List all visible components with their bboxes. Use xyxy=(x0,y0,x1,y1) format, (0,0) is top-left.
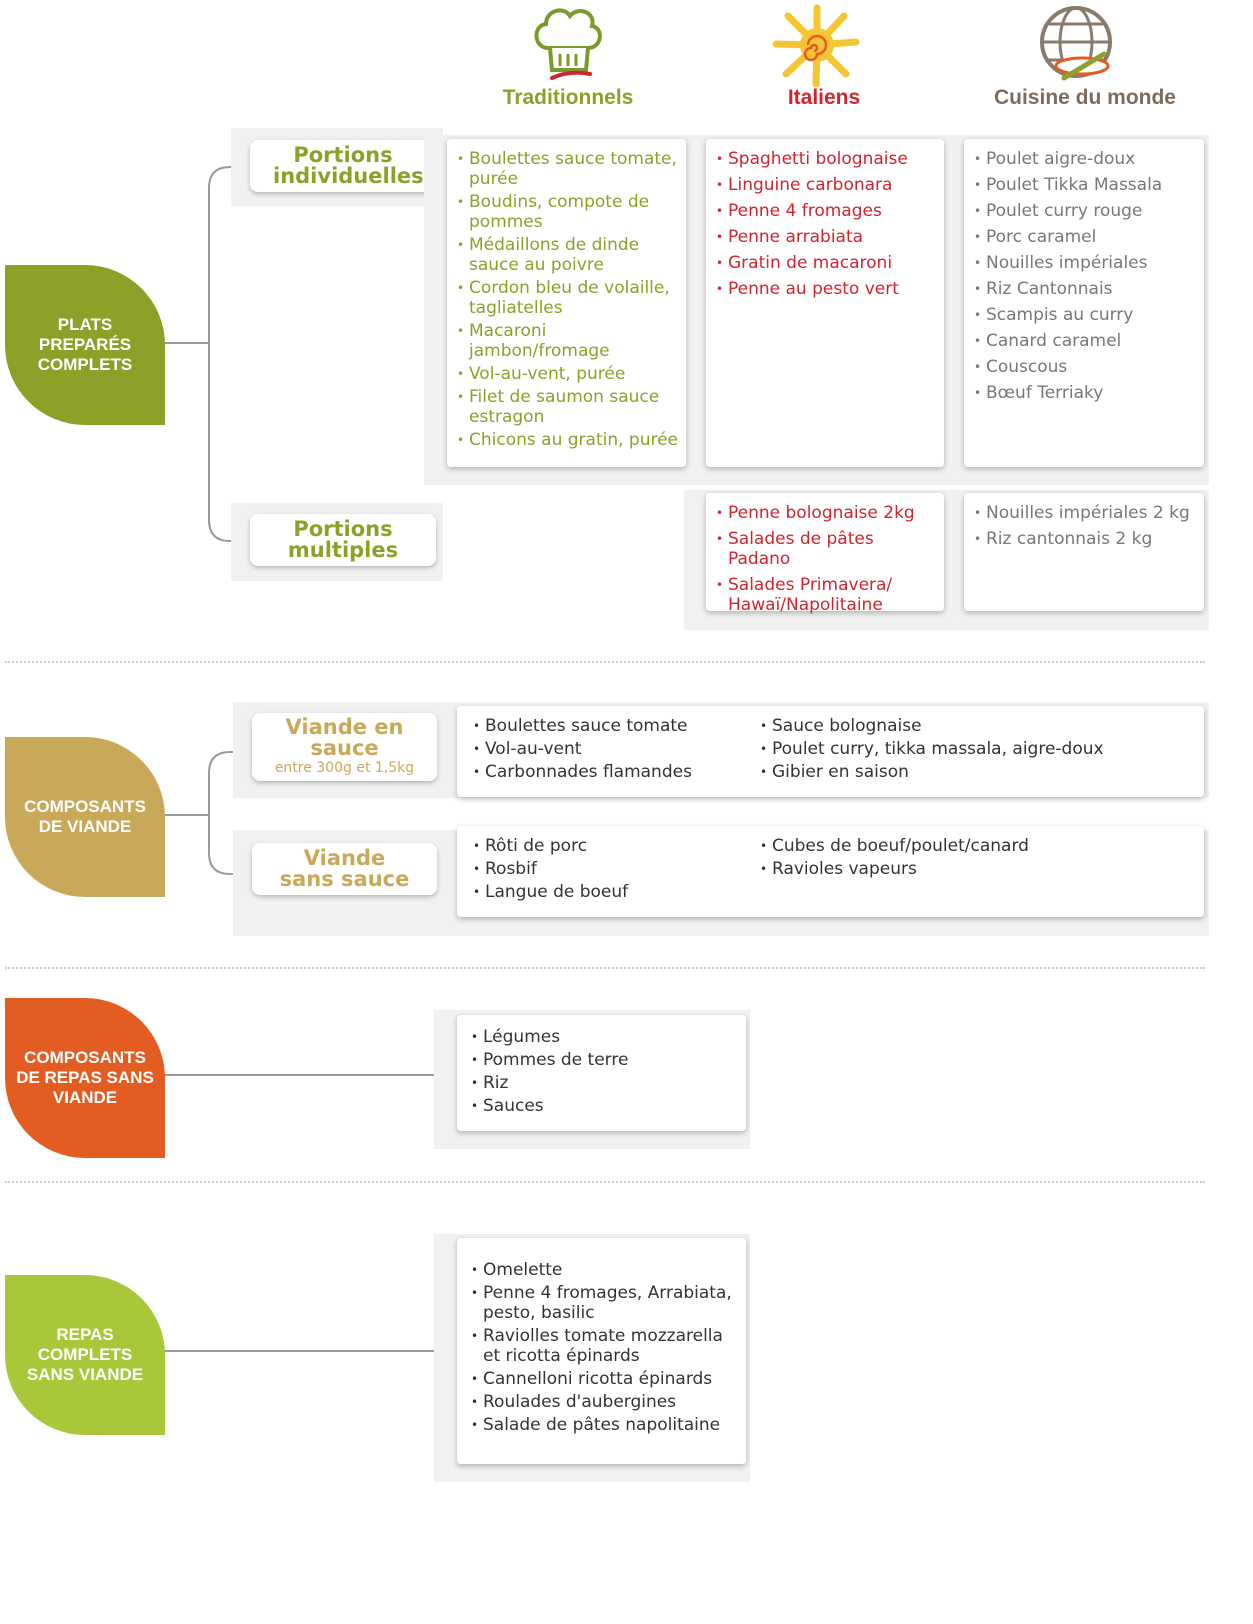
list-item: Penne bolognaise 2kg xyxy=(716,503,936,523)
list-item: Rôti de porc xyxy=(473,836,628,856)
list-item: Penne au pesto vert xyxy=(716,279,936,299)
list-item: Riz xyxy=(471,1073,628,1093)
list-item: Couscous xyxy=(974,357,1196,377)
list-nosauce-col2: Cubes de boeuf/poulet/canardRavioles vap… xyxy=(760,836,1029,882)
list-sauce-col1: Boulettes sauce tomateVol-au-ventCarbonn… xyxy=(473,716,692,785)
list-item: Scampis au curry xyxy=(974,305,1196,325)
list-item: Sauce bolognaise xyxy=(760,716,1104,736)
card-multi-monde: Nouilles impériales 2 kg Riz cantonnais 2… xyxy=(964,493,1204,611)
divider xyxy=(5,1181,1205,1183)
viande-sans-sauce-pill: Viande sans sauce xyxy=(252,843,437,895)
list-sauce-col2: Sauce bolognaisePoulet curry, tikka mass… xyxy=(760,716,1104,785)
pill-sublabel: entre 300g et 1,5kg xyxy=(274,760,415,776)
card-monde: Poulet aigre-douxPoulet Tikka MassalaPou… xyxy=(964,139,1204,467)
list-item: Raviolles tomate mozzarella et ricotta é… xyxy=(471,1326,736,1366)
list-item: Macaroni jambon/fromage xyxy=(457,321,678,361)
divider xyxy=(5,661,1205,663)
list-multi-monde: Nouilles impériales 2 kg Riz cantonnais 2… xyxy=(974,503,1196,549)
leaf-composants-repas-sans-viande: COMPOSANTS DE REPAS SANS VIANDE xyxy=(5,998,165,1158)
list-item: Penne 4 fromages xyxy=(716,201,936,221)
list-item: Poulet Tikka Massala xyxy=(974,175,1196,195)
list-item: Canard caramel xyxy=(974,331,1196,351)
pill-label: Portions individuelles xyxy=(273,143,424,188)
globe-fork-spoon-icon xyxy=(1034,4,1118,86)
list-item: Poulet curry, tikka massala, aigre-doux xyxy=(760,739,1104,759)
pill-label: Viande en sauce xyxy=(285,715,404,760)
list-item: Rosbif xyxy=(473,859,628,879)
list-item: Nouilles impériales xyxy=(974,253,1196,273)
list-item: Boulettes sauce tomate xyxy=(473,716,692,736)
pill-label: Viande sans sauce xyxy=(279,846,410,891)
portions-multiples-pill: Portions multiples xyxy=(250,514,436,566)
list-item: Gibier en saison xyxy=(760,762,1104,782)
list-item: Cordon bleu de volaille, tagliatelles xyxy=(457,278,678,318)
leaf-repas-complets-sans-viande: REPAS COMPLETS SANS VIANDE xyxy=(5,1275,165,1435)
leaf-composants-viande: COMPOSANTS DE VIANDE xyxy=(5,737,165,897)
section-label: PLATS PREPARÉS COMPLETS xyxy=(37,315,133,374)
card-repas-sans-viande: OmelettePenne 4 fromages, Arrabiata, pes… xyxy=(457,1238,746,1464)
list-item: Salade de pâtes napolitaine xyxy=(471,1415,736,1435)
card-viande-sans-sauce: Rôti de porcRosbifLangue de boeuf Cubes … xyxy=(457,826,1204,917)
list-item: Légumes xyxy=(471,1027,628,1047)
list-monde: Poulet aigre-douxPoulet Tikka MassalaPou… xyxy=(974,149,1196,403)
list-item: Poulet aigre-doux xyxy=(974,149,1196,169)
list-item: Omelette xyxy=(471,1260,736,1280)
column-italiens: Italiens xyxy=(787,86,861,109)
pill-label: Portions multiples xyxy=(287,517,399,562)
sun-icon xyxy=(770,2,864,88)
list-item: Langue de boeuf xyxy=(473,882,628,902)
list-item: Pommes de terre xyxy=(471,1050,628,1070)
list-repas: OmelettePenne 4 fromages, Arrabiata, pes… xyxy=(471,1260,736,1438)
list-item: Vol-au-vent xyxy=(473,739,692,759)
list-item: Boudins, compote de pommes xyxy=(457,192,678,232)
viande-en-sauce-pill: Viande en sauce entre 300g et 1,5kg xyxy=(252,713,437,781)
chef-hat-icon xyxy=(530,4,606,86)
divider xyxy=(5,967,1205,969)
list-item: Roulades d'aubergines xyxy=(471,1392,736,1412)
list-item: Poulet curry rouge xyxy=(974,201,1196,221)
list-item: Spaghetti bolognaise xyxy=(716,149,936,169)
list-item: Riz Cantonnais xyxy=(974,279,1196,299)
list-nosauce-col1: Rôti de porcRosbifLangue de boeuf xyxy=(473,836,628,905)
list-item: Porc caramel xyxy=(974,227,1196,247)
portions-individuelles-pill: Portions individuelles xyxy=(250,140,436,192)
list-item: Cubes de boeuf/poulet/canard xyxy=(760,836,1029,856)
column-cuisine-du-monde: Cuisine du monde xyxy=(993,86,1176,109)
list-item: Sauces xyxy=(471,1096,628,1116)
list-item: Cannelloni ricotta épinards xyxy=(471,1369,736,1389)
list-item: Linguine carbonara xyxy=(716,175,936,195)
list-item: Riz cantonnais 2 kg xyxy=(974,529,1196,549)
list-item: Nouilles impériales 2 kg xyxy=(974,503,1196,523)
list-composants: LégumesPommes de terreRizSauces xyxy=(471,1027,628,1119)
list-item: Carbonnades flamandes xyxy=(473,762,692,782)
card-italiens: Spaghetti bolognaiseLinguine carbonaraPe… xyxy=(706,139,944,467)
list-item: Filet de saumon sauce estragon xyxy=(457,387,678,427)
card-composants-sans-viande: LégumesPommes de terreRizSauces xyxy=(457,1015,746,1131)
section-label: COMPOSANTS DE VIANDE xyxy=(24,797,146,836)
column-traditionnels: Traditionnels xyxy=(502,86,634,109)
list-item: Ravioles vapeurs xyxy=(760,859,1029,879)
list-item: Boulettes sauce tomate, purée xyxy=(457,149,678,189)
section-label: COMPOSANTS DE REPAS SANS VIANDE xyxy=(16,1048,154,1107)
list-item: Médaillons de dinde sauce au poivre xyxy=(457,235,678,275)
list-item: Chicons au gratin, purée xyxy=(457,430,678,450)
list-item: Gratin de macaroni xyxy=(716,253,936,273)
list-traditionnels: Boulettes sauce tomate, puréeBoudins, co… xyxy=(457,149,678,450)
list-italiens: Spaghetti bolognaiseLinguine carbonaraPe… xyxy=(716,149,936,299)
leaf-plats-prepares: PLATS PREPARÉS COMPLETS xyxy=(5,265,165,425)
list-item: Vol-au-vent, purée xyxy=(457,364,678,384)
list-item: Salades de pâtes Padano xyxy=(716,529,936,569)
card-traditionnels: Boulettes sauce tomate, puréeBoudins, co… xyxy=(447,139,686,467)
card-multi-italiens: Penne bolognaise 2kgSalades de pâtes Pad… xyxy=(706,493,944,615)
list-item: Salades Primavera/ Hawaï/Napolitaine xyxy=(716,575,936,615)
list-item: Penne arrabiata xyxy=(716,227,936,247)
list-item: Bœuf Terriaky xyxy=(974,383,1196,403)
list-multi-italiens: Penne bolognaise 2kgSalades de pâtes Pad… xyxy=(716,503,936,615)
section-label: REPAS COMPLETS SANS VIANDE xyxy=(26,1325,144,1384)
list-item: Penne 4 fromages, Arrabiata, pesto, basi… xyxy=(471,1283,736,1323)
card-viande-en-sauce: Boulettes sauce tomateVol-au-ventCarbonn… xyxy=(457,706,1204,797)
